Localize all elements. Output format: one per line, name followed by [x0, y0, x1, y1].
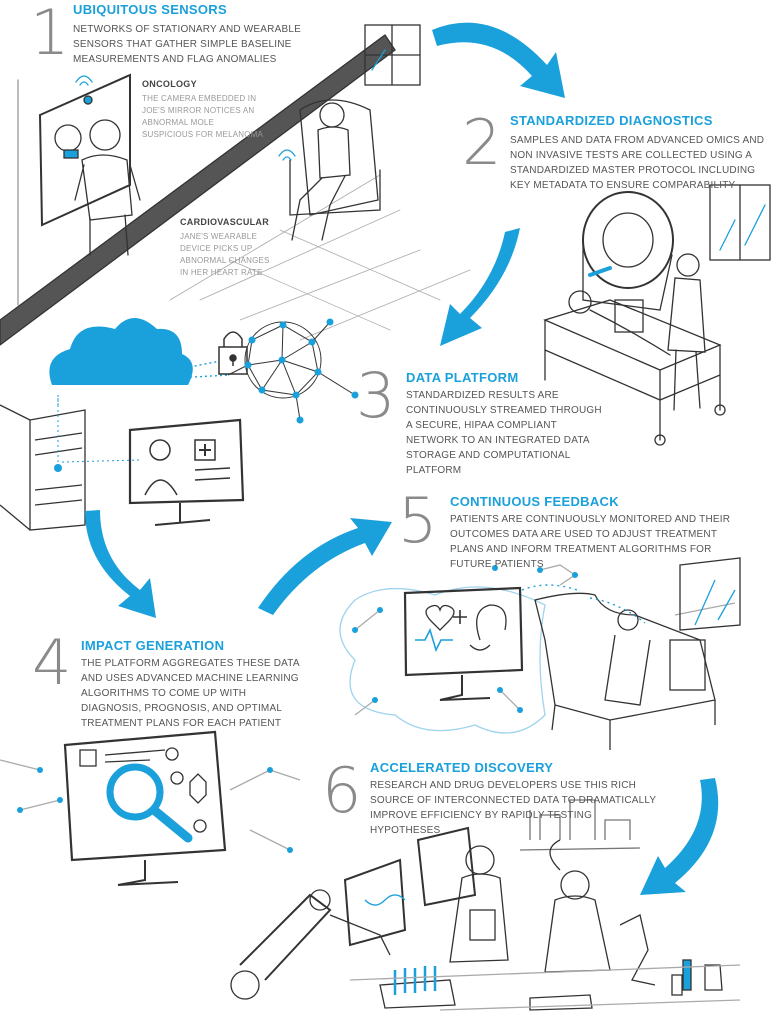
arrow-icon: [640, 778, 719, 895]
patient-record-monitor: [128, 418, 245, 526]
step-3-description: STANDARDIZED RESULTS ARE CONTINUOUSLY ST…: [406, 390, 602, 476]
arrow-icon: [258, 518, 392, 615]
cardiovascular-label: CARDIOVASCULAR: [180, 217, 270, 227]
step-1-title: UBIQUITOUS SENSORS: [73, 2, 227, 17]
arrow-icon: [85, 510, 156, 618]
discovery-lab-scene: [230, 799, 741, 1011]
step-2-number: 2: [462, 106, 502, 179]
network-globe: [227, 318, 359, 424]
flow-arrows: [85, 22, 719, 895]
step-5-number: 5: [398, 484, 438, 557]
magnifier-icon: [106, 763, 193, 843]
padlock-icon: [218, 331, 248, 375]
step-5-description: PATIENTS ARE CONTINUOUSLY MONITORED AND …: [450, 514, 731, 570]
step-4-description: THE PLATFORM AGGREGATES THESE DATA AND U…: [81, 658, 300, 729]
step-3-title: DATA PLATFORM: [406, 370, 519, 385]
arrow-icon: [440, 228, 520, 346]
step-4-title: IMPACT GENERATION: [81, 638, 225, 653]
step-1-description: NETWORKS OF STATIONARY AND WEARABLE SENS…: [73, 24, 301, 65]
server-tower: [0, 404, 86, 531]
step-4-number: 4: [32, 626, 72, 699]
step-3-number: 3: [356, 359, 396, 432]
sensors-room-scene: [0, 24, 471, 346]
feedback-scene: [339, 557, 741, 750]
step-6-title: ACCELERATED DISCOVERY: [370, 760, 554, 775]
data-platform-scene: [0, 318, 359, 531]
arrow-icon: [432, 22, 565, 99]
step-1-number: 1: [30, 0, 70, 69]
cloud-icon: [49, 318, 193, 385]
step-6-description: RESEARCH AND DRUG DEVELOPERS USE THIS RI…: [370, 780, 657, 836]
oncology-note: THE CAMERA EMBEDDED IN JOE'S MIRROR NOTI…: [142, 94, 264, 139]
step-2-title: STANDARDIZED DIAGNOSTICS: [510, 113, 713, 128]
diagnostics-mri-scene: [543, 184, 771, 446]
step-2-description: SAMPLES AND DATA FROM ADVANCED OMICS AND…: [510, 135, 765, 191]
step-6-number: 6: [322, 754, 362, 827]
cardiovascular-note: JANE'S WEARABLE DEVICE PICKS UP ABNORMAL…: [180, 232, 270, 277]
impact-analysis-scene: [0, 730, 301, 886]
oncology-label: ONCOLOGY: [142, 79, 197, 89]
step-5-title: CONTINUOUS FEEDBACK: [450, 494, 619, 509]
